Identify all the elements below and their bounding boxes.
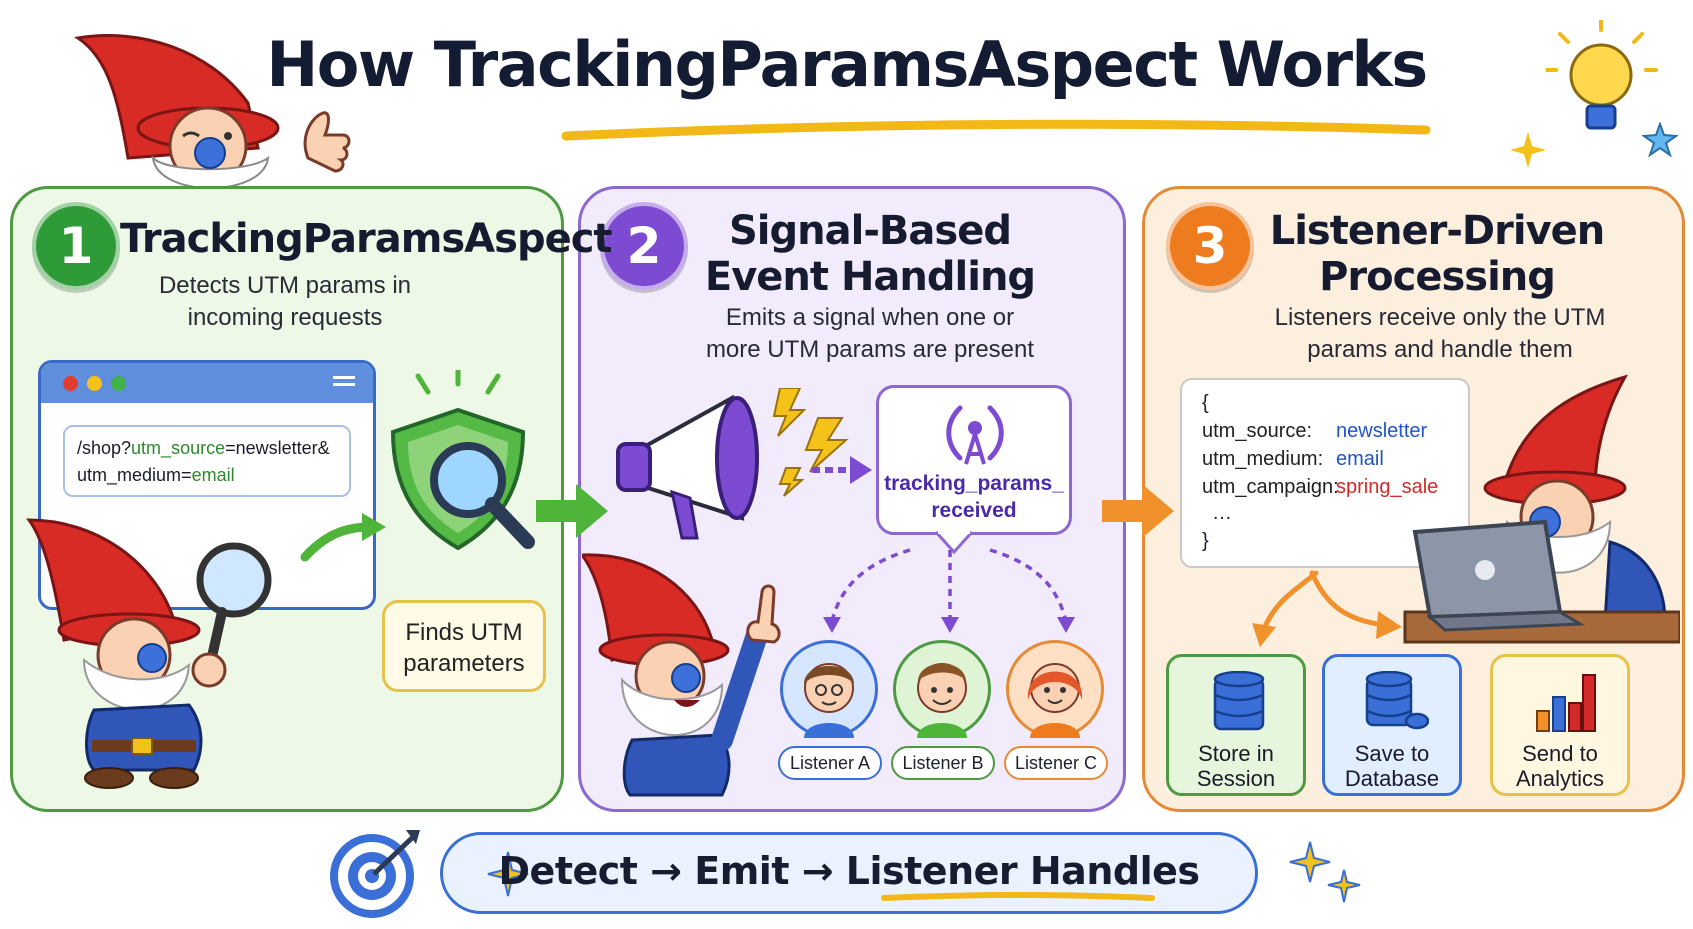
step-1-description: Detects UTM params in incoming requests (158, 272, 412, 331)
summary-underline (881, 892, 1155, 901)
request-url: /shop?utm_source=newsletter& utm_medium=… (63, 425, 351, 497)
browser-title-bar (41, 363, 373, 403)
lightning-icon (772, 388, 849, 497)
utm-params-object: { utm_source: newsletter utm_medium: ema… (1180, 378, 1470, 568)
bubble-tail (934, 530, 974, 554)
summary-text: Detect → Emit → Listener Handles (498, 849, 1201, 893)
store-in-session-card: Store in Session (1166, 654, 1306, 796)
antenna-icon (946, 405, 1004, 465)
step-3-number: 3 (1166, 202, 1254, 290)
summary-bar (440, 832, 1258, 914)
star-icon (1510, 132, 1546, 168)
sparkle-icon (1289, 841, 1361, 903)
send-to-analytics-card: Send to Analytics (1490, 654, 1630, 796)
code-row: utm_campaign: (1202, 476, 1339, 498)
signal-bubble (876, 385, 1072, 535)
step-2-title: Signal-Based Event Handling (704, 208, 1036, 300)
page-title: How TrackingParamsAspect Works (266, 28, 1428, 101)
step-3-title: Listener-Driven Processing (1269, 208, 1606, 300)
arrow-right-icon (536, 484, 608, 538)
menu-icon (333, 376, 355, 379)
star-icon (1642, 122, 1678, 158)
maximize-dot-icon (111, 376, 126, 391)
listener-c-label: Listener C (1004, 746, 1108, 780)
bar-chart-icon (1536, 674, 1596, 732)
gnome-icon (582, 553, 781, 797)
dispatch-arrows (1252, 570, 1402, 647)
megaphone-icon (616, 394, 759, 540)
minimize-dot-icon (87, 376, 102, 391)
action-label: Save to Database (1344, 741, 1440, 791)
listener-faces (804, 663, 1083, 738)
dispatch-arrows (823, 548, 1075, 633)
close-dot-icon (63, 376, 78, 391)
code-row: utm_medium: (1202, 448, 1324, 470)
shield-magnifier-icon (390, 370, 535, 551)
arrow-right-icon (812, 456, 872, 484)
listener-b-label: Listener B (891, 746, 995, 780)
sparkle-icon (487, 851, 529, 897)
gnome-icon (74, 34, 351, 188)
database-save-icon (1365, 671, 1429, 730)
arrow-right-icon (1102, 484, 1174, 538)
save-to-database-card: Save to Database (1322, 654, 1462, 796)
action-label: Send to Analytics (1515, 741, 1605, 791)
finds-utm-callout: Finds UTM parameters (382, 600, 546, 692)
gnome-icon (26, 518, 272, 789)
step-1-title: TrackingParamsAspect (120, 216, 613, 262)
code-row: utm_source: (1202, 420, 1313, 442)
action-label: Store in Session (1196, 741, 1276, 791)
signal-name: tracking_params_ received (884, 472, 1064, 522)
target-icon (330, 830, 420, 918)
lightbulb-icon (1546, 20, 1658, 130)
gnome-icon (1403, 374, 1680, 644)
title-underline (561, 119, 1431, 141)
step-1-number: 1 (32, 202, 120, 290)
step-3-description: Listeners receive only the UTM params an… (1274, 304, 1606, 363)
step-2-number: 2 (600, 202, 688, 290)
listener-a-label: Listener A (778, 746, 882, 780)
arrow-icon (300, 513, 386, 562)
database-icon (1213, 671, 1265, 731)
step-2-description: Emits a signal when one or more UTM para… (705, 304, 1035, 363)
